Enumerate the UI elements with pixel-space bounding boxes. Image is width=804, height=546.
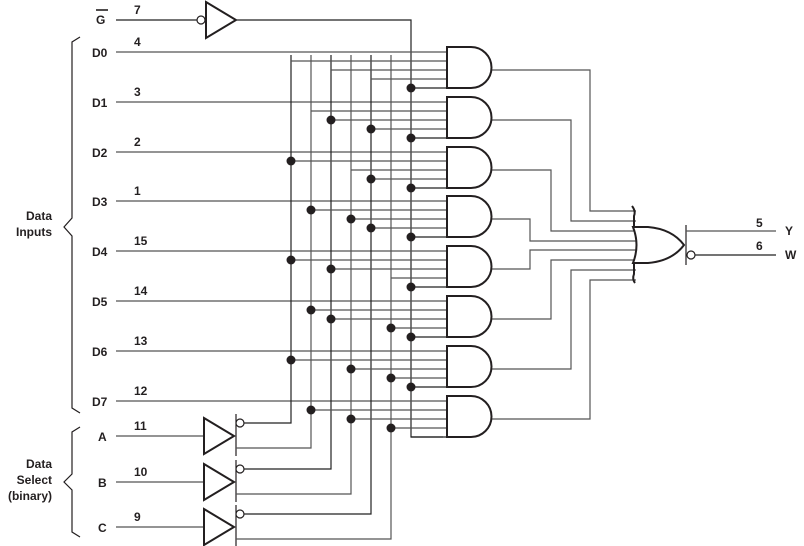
select-buffer-a xyxy=(203,416,236,456)
and-gate-7 xyxy=(446,395,493,438)
and2-to-or-wire xyxy=(491,169,636,232)
data-input-label-d0: D0 xyxy=(92,46,108,60)
data-input-label-d3: D3 xyxy=(92,195,108,209)
junction-dot xyxy=(366,223,376,233)
junction-dot xyxy=(346,364,356,374)
junction-dot xyxy=(286,355,296,365)
junction-dot xyxy=(346,214,356,224)
data-input-label-d6: D6 xyxy=(92,345,108,359)
select-label-line1: Data xyxy=(26,457,52,471)
and6-to-or-wire xyxy=(491,269,636,370)
select-label-line3: (binary) xyxy=(8,489,52,503)
select-inversion-bubble-c xyxy=(235,509,245,519)
or-gate xyxy=(631,205,686,284)
junction-dot xyxy=(366,174,376,184)
select-inversion-bubble-a xyxy=(235,418,245,428)
junction-dot xyxy=(346,414,356,424)
data-input-pin-d0: 4 xyxy=(134,35,141,49)
and-gate-5 xyxy=(446,295,493,338)
junction-dot xyxy=(306,305,316,315)
select-input-labels: A 11B 10C 9 xyxy=(98,419,148,535)
junction-dot xyxy=(326,115,336,125)
select-buffer-b xyxy=(203,462,236,502)
select-label-b: B xyxy=(98,476,107,490)
output-y-label: Y xyxy=(785,224,793,238)
select-label-a: A xyxy=(98,430,107,444)
select-label-c: C xyxy=(98,521,107,535)
select-label-line2: Select xyxy=(17,473,52,487)
data-inputs-label-line1: Data xyxy=(26,209,52,223)
data-input-pin-d6: 13 xyxy=(134,334,148,348)
junction-dot xyxy=(406,183,416,193)
select-buffer-c xyxy=(203,507,236,546)
select-pin-b: 10 xyxy=(134,465,148,479)
and5-to-or-wire xyxy=(491,259,636,320)
output-w-pin: 6 xyxy=(756,239,763,253)
junction-dot xyxy=(406,83,416,93)
data-input-label-d1: D1 xyxy=(92,96,108,110)
wires xyxy=(116,51,636,546)
bus-c-bar xyxy=(244,55,372,515)
select-pin-a: 11 xyxy=(134,419,147,433)
data-input-pin-d4: 15 xyxy=(134,234,148,248)
data-input-label-d5: D5 xyxy=(92,295,108,309)
data-input-label-d4: D4 xyxy=(92,245,108,259)
data-input-label-d7: D7 xyxy=(92,395,108,409)
and-gate-4 xyxy=(446,245,493,288)
bus-a-bar xyxy=(244,55,292,424)
junction-dot xyxy=(406,282,416,292)
data-input-pin-d5: 14 xyxy=(134,284,148,298)
enable-pin: 7 xyxy=(134,3,141,17)
and-gate-1 xyxy=(446,96,493,139)
select-inputs-brace xyxy=(63,426,81,538)
and0-to-or-wire xyxy=(491,69,636,212)
junction-dot xyxy=(286,255,296,265)
junction-dot xyxy=(386,323,396,333)
output-w-label: W xyxy=(785,248,797,262)
select-inversion-bubble-b xyxy=(235,464,245,474)
junction-dot xyxy=(306,205,316,215)
bus-a xyxy=(236,55,312,449)
and-gates xyxy=(446,46,493,438)
junction-dot xyxy=(286,156,296,166)
bus-b xyxy=(236,55,352,495)
junction-dot xyxy=(366,124,376,134)
and-gate-0 xyxy=(446,46,493,89)
output-y-pin: 5 xyxy=(756,216,763,230)
enable-buffer xyxy=(205,0,238,40)
bus-c xyxy=(236,55,392,540)
enable-label: G xyxy=(96,13,105,27)
data-inputs-label-line2: Inputs xyxy=(16,225,52,239)
data-input-pin-d1: 3 xyxy=(134,85,141,99)
junction-dot xyxy=(406,332,416,342)
junction-dots xyxy=(286,83,416,433)
data-inputs-brace xyxy=(63,36,81,414)
junction-dot xyxy=(386,423,396,433)
and-gate-2 xyxy=(446,146,493,189)
and7-to-or-wire xyxy=(491,279,636,420)
junction-dot xyxy=(386,373,396,383)
junction-dot xyxy=(406,232,416,242)
and4-to-or-wire xyxy=(491,249,636,270)
enable-inversion-bubble xyxy=(196,15,206,25)
data-input-pin-d2: 2 xyxy=(134,135,141,149)
data-input-pin-d7: 12 xyxy=(134,384,148,398)
and3-to-or-wire xyxy=(491,218,636,242)
junction-dot xyxy=(406,382,416,392)
and-gate-3 xyxy=(446,195,493,238)
data-input-label-d2: D2 xyxy=(92,146,108,160)
enable-input: G 7 xyxy=(96,3,141,27)
junction-dot xyxy=(406,133,416,143)
junction-dot xyxy=(326,264,336,274)
and1-to-or-wire xyxy=(491,119,636,222)
bus-b-bar xyxy=(244,55,332,470)
junction-dot xyxy=(306,405,316,415)
and-gate-6 xyxy=(446,345,493,388)
junction-dot xyxy=(326,314,336,324)
output-w-inversion-bubble xyxy=(686,250,696,260)
select-pin-c: 9 xyxy=(134,510,141,524)
data-input-pin-d3: 1 xyxy=(134,184,141,198)
